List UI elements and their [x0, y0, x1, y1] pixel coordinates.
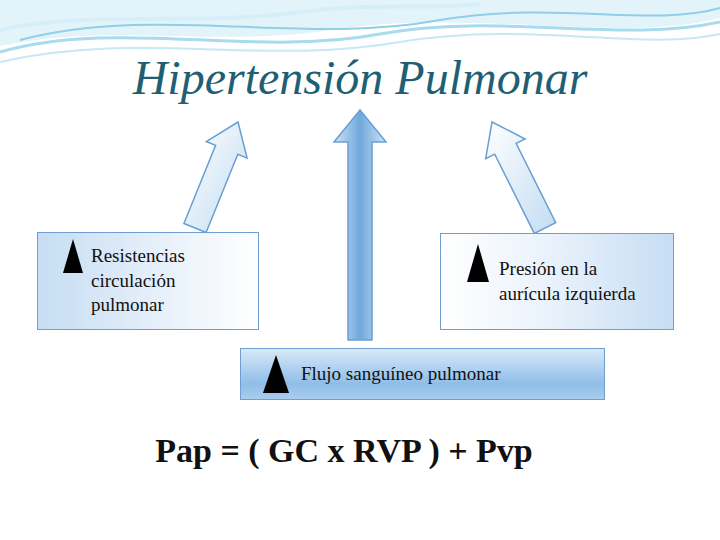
formula: Pap = ( GC x RVP ) + Pvp — [0, 432, 688, 470]
process-box: Presión en la aurícula izquierda — [440, 233, 674, 330]
slide-title: Hipertensión Pulmonar — [0, 50, 720, 105]
process-box: Flujo sanguíneo pulmonar — [240, 348, 605, 400]
box-text: Flujo sanguíneo pulmonar — [301, 362, 500, 387]
increase-triangle — [467, 244, 489, 282]
arrow-right — [486, 122, 556, 233]
box-text: Presión en la aurícula izquierda — [499, 257, 663, 306]
process-box: Resistencias circulación pulmonar — [37, 232, 259, 330]
arrow-center — [334, 110, 386, 340]
box-text: Resistencias circulación pulmonar — [91, 244, 248, 318]
increase-triangle — [63, 239, 83, 273]
arrow-left — [184, 122, 247, 233]
increase-triangle — [263, 355, 289, 393]
